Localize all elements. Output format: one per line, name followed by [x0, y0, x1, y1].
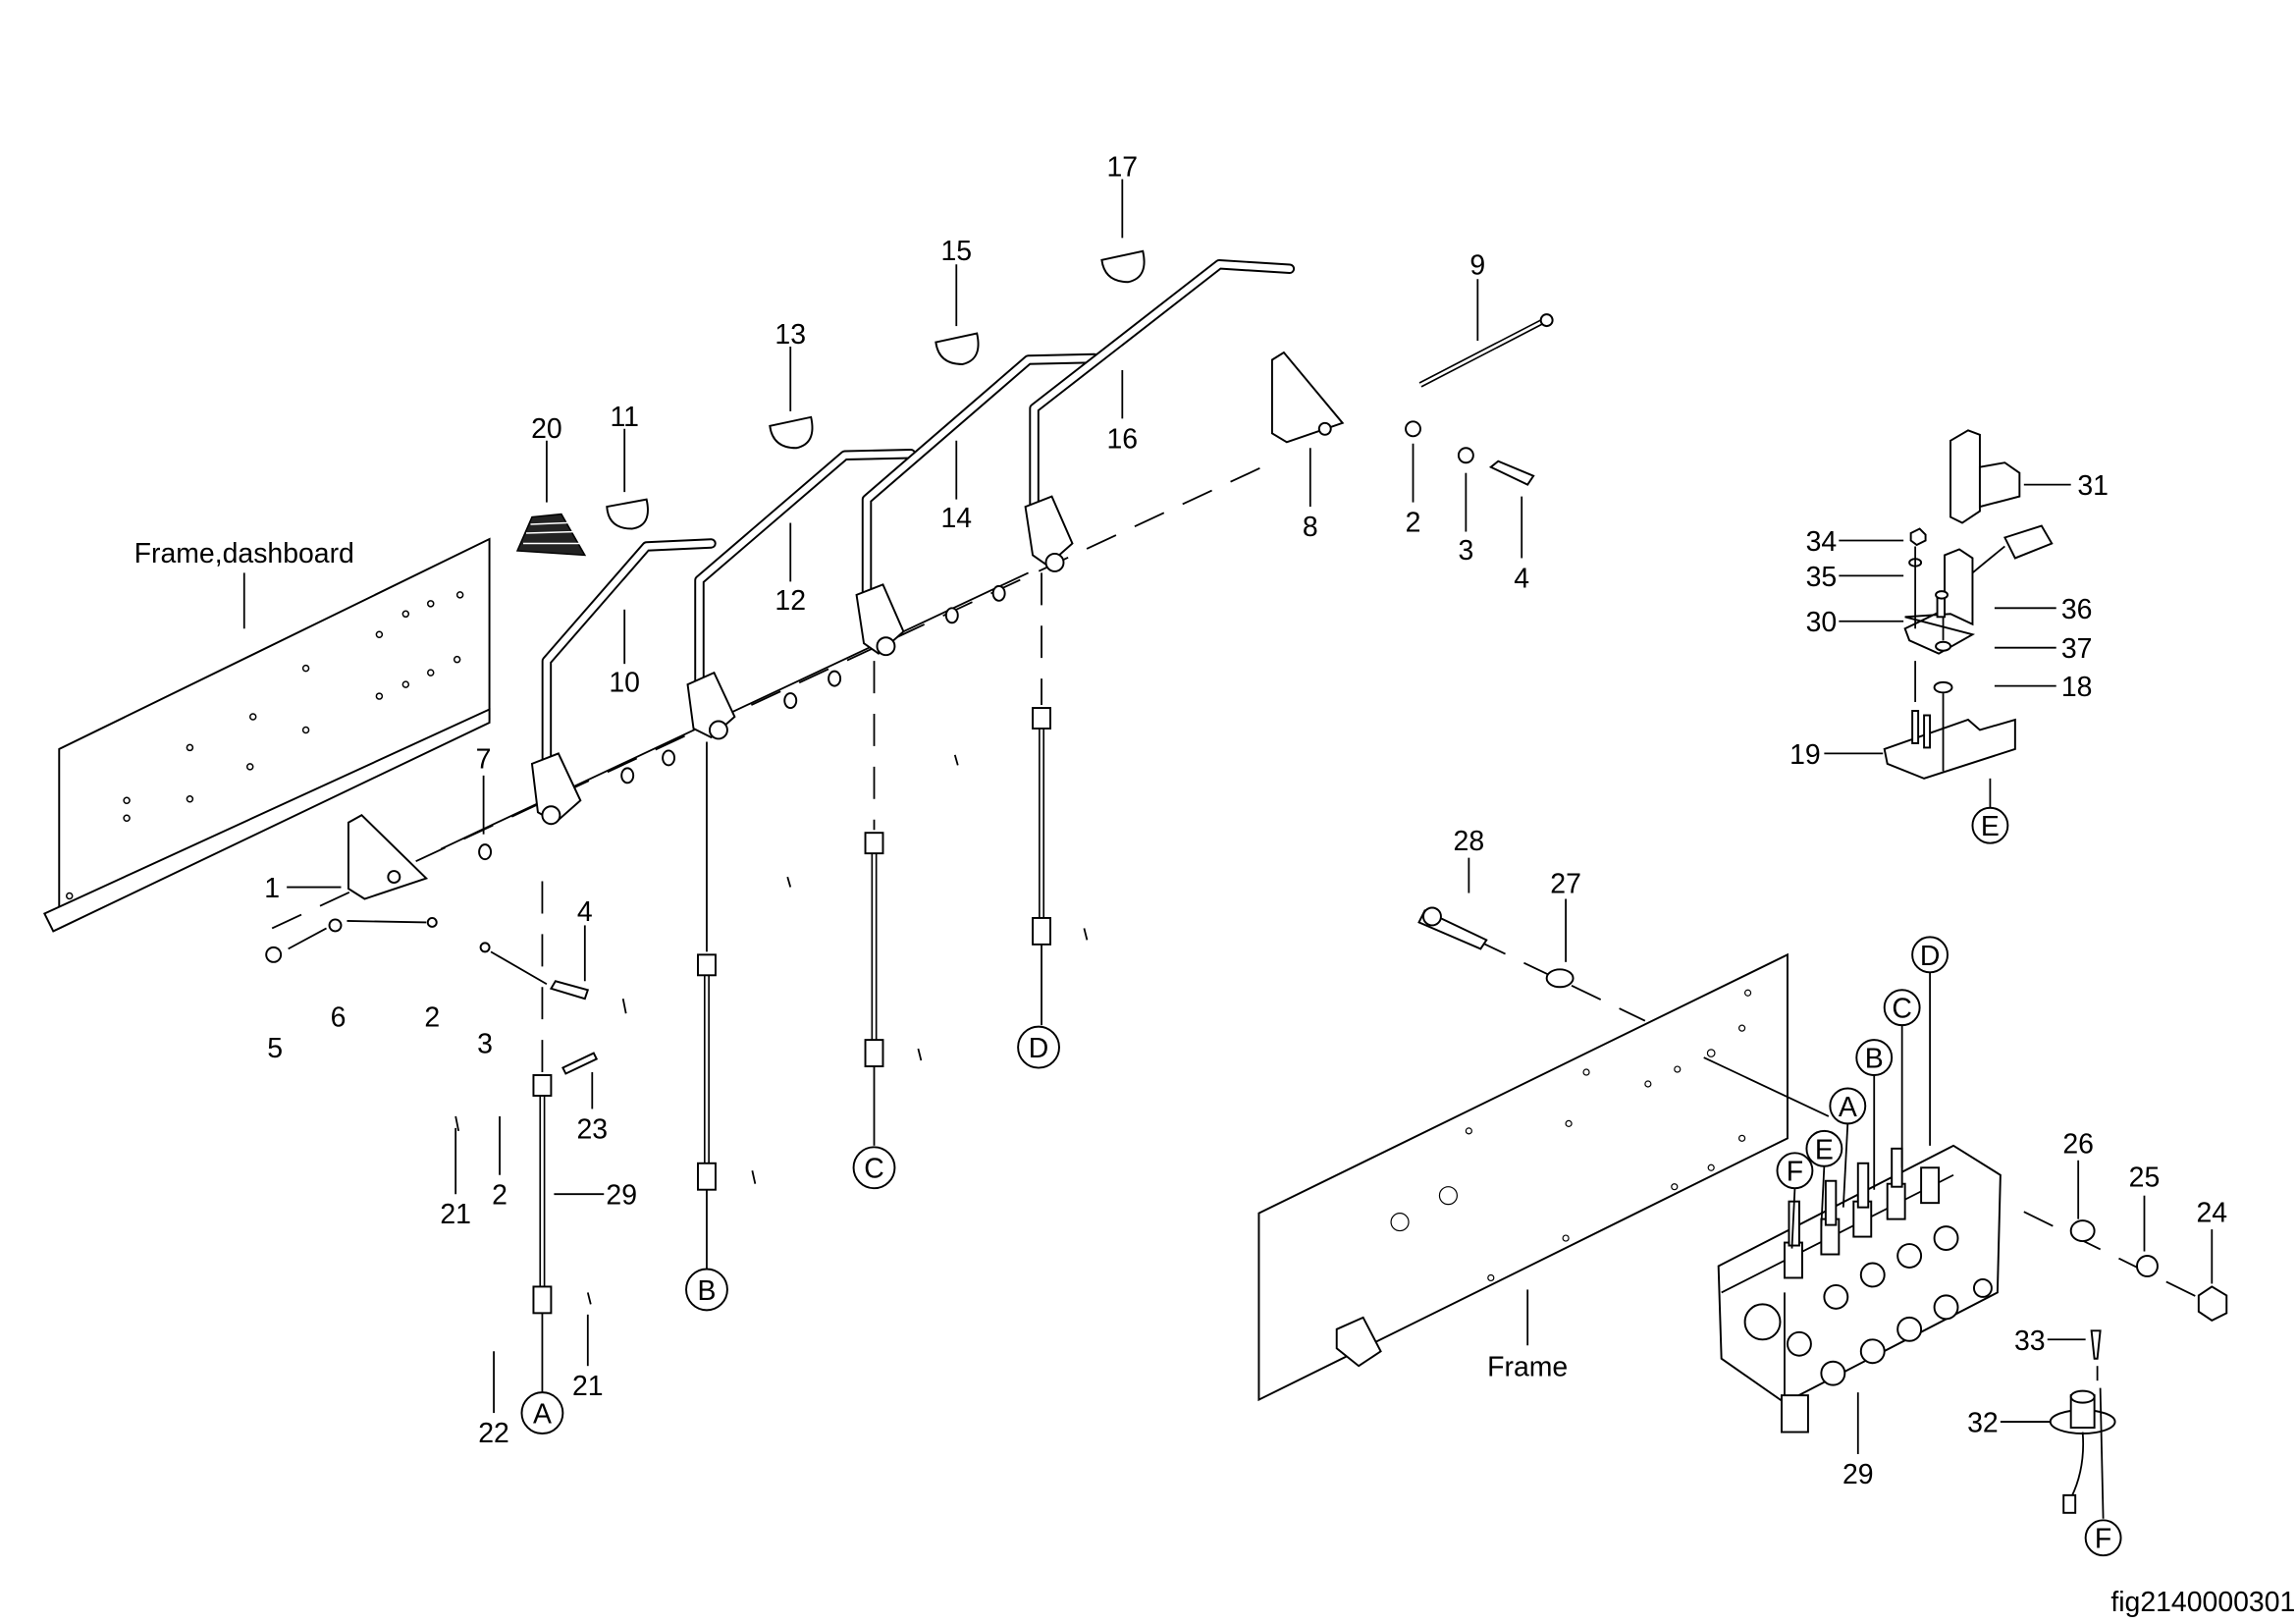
- svg-text:B: B: [1865, 1044, 1884, 1075]
- connector-F-sensor: F: [2084, 1519, 2122, 1557]
- knob-17: [1100, 249, 1146, 284]
- connector-B-valve: B: [1855, 1039, 1894, 1076]
- bracket-1: [347, 814, 429, 900]
- part-label: 37: [2061, 633, 2093, 665]
- link-rod-C: [864, 661, 884, 1146]
- part-label: 35: [1806, 562, 1838, 593]
- part-label: 21: [440, 1199, 471, 1230]
- part-label: 21: [572, 1371, 604, 1402]
- part-label: 25: [2129, 1163, 2161, 1194]
- connector-B-rod: B: [685, 1268, 728, 1312]
- control-valve-29: [1717, 1144, 2002, 1434]
- sensor-32: [2049, 1329, 2116, 1514]
- plate-19: [1883, 710, 2016, 780]
- part-label: 31: [2077, 470, 2109, 502]
- part-label: 26: [2062, 1128, 2094, 1160]
- part-label: 27: [1550, 869, 1581, 900]
- part-label: 20: [531, 413, 562, 445]
- part-label: 22: [478, 1418, 509, 1449]
- part-label: 32: [1967, 1408, 1999, 1439]
- part-label: 24: [2196, 1198, 2227, 1229]
- part-label: 17: [1107, 152, 1139, 184]
- part-label: 11: [610, 402, 639, 433]
- svg-text:A: A: [533, 1399, 552, 1431]
- part-label: 33: [2014, 1325, 2046, 1357]
- part-label: 2: [424, 1002, 440, 1034]
- boot-20: [515, 513, 587, 557]
- part-label: 12: [774, 585, 806, 617]
- connector-E-plate: E: [1971, 806, 2009, 844]
- knob-13: [769, 415, 814, 450]
- svg-text:F: F: [2095, 1524, 2111, 1555]
- part-label: 19: [1789, 739, 1821, 771]
- part-label: 5: [267, 1033, 283, 1064]
- label-frame-dashboard: Frame,dashboard: [134, 538, 354, 569]
- link-rod-B: [697, 741, 717, 1270]
- connector-C-valve: C: [1883, 989, 1921, 1027]
- lever-12: [686, 449, 917, 740]
- connector-E-valve: E: [1805, 1129, 1843, 1167]
- link-rod-A: [532, 881, 599, 1393]
- part-label: 36: [2061, 594, 2093, 625]
- svg-text:E: E: [1815, 1134, 1834, 1165]
- part-label: 34: [1806, 526, 1838, 558]
- part-label: 7: [476, 743, 492, 775]
- svg-text:A: A: [1839, 1092, 1857, 1123]
- svg-text:C: C: [864, 1154, 884, 1185]
- part-label: 1: [264, 873, 280, 904]
- part-label: 18: [2061, 672, 2093, 703]
- part-label: 10: [609, 668, 640, 699]
- figure-id: fig2140000301: [2110, 1587, 2295, 1618]
- connector-D-valve: D: [1911, 936, 1949, 974]
- part-labels: Frame,dashboard Frame 17 15 13 9 20 11 1…: [134, 152, 2296, 1619]
- connector-C-rod: C: [852, 1146, 896, 1190]
- part-label: 30: [1806, 607, 1838, 638]
- svg-text:F: F: [1787, 1157, 1803, 1188]
- part-label: 28: [1454, 826, 1485, 857]
- lever-16: [1024, 259, 1296, 572]
- svg-text:D: D: [1029, 1033, 1049, 1064]
- part-label: 8: [1303, 512, 1318, 543]
- svg-text:C: C: [1892, 994, 1912, 1025]
- part-label: 14: [940, 503, 972, 534]
- bracket-8: [1270, 351, 1345, 444]
- connector-A-rod: A: [520, 1391, 564, 1434]
- connector-D-rod: D: [1017, 1025, 1060, 1069]
- frame-dashboard-panel: [42, 537, 491, 933]
- part-label: 23: [576, 1113, 608, 1145]
- svg-text:E: E: [1981, 811, 2000, 842]
- part-label: 4: [577, 896, 593, 928]
- part-label: 16: [1107, 423, 1139, 455]
- rod-9: [1418, 313, 1554, 388]
- frame-panel: [1257, 952, 1789, 1402]
- part-label: 2: [492, 1180, 507, 1212]
- part-label: 29: [606, 1180, 637, 1212]
- part-label: 3: [1458, 535, 1473, 567]
- cover-31: [1949, 429, 2021, 524]
- part-label: 9: [1469, 250, 1485, 282]
- knob-15: [934, 332, 980, 365]
- bolt-28: [1417, 906, 1488, 950]
- lever-14: [855, 352, 1100, 657]
- connector-F-valve: F: [1776, 1152, 1814, 1190]
- part-label: 6: [331, 1002, 347, 1034]
- part-label: 29: [1842, 1459, 1874, 1490]
- knob-11: [606, 498, 649, 530]
- part-label: 15: [940, 236, 972, 267]
- label-frame: Frame: [1487, 1352, 1568, 1383]
- svg-text:B: B: [697, 1275, 716, 1307]
- connector-A-valve: A: [1829, 1087, 1867, 1125]
- part-label: 2: [1406, 508, 1421, 539]
- lever-10: [530, 538, 717, 826]
- switch-30: [1903, 524, 2054, 655]
- part-label: 13: [774, 319, 806, 351]
- part-label: 3: [477, 1029, 493, 1060]
- part-label: 4: [1514, 563, 1529, 594]
- svg-text:D: D: [1920, 941, 1941, 972]
- link-rod-D: [1032, 572, 1051, 1026]
